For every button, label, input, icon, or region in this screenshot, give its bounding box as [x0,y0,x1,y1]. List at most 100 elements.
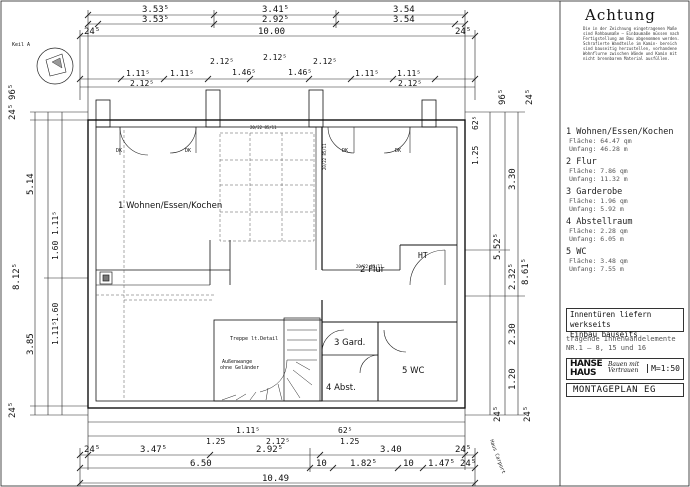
room-entry-area: Fläche: 7.86 qm [569,167,628,175]
company-logo: HANSE HAUS Bauen mit Vertrauen M=1:50 [566,358,684,380]
label-dk-3: DK [342,148,348,154]
room-entry-area: Fläche: 2.28 qm [569,227,628,235]
bottom-row3-dim-2: 3.47⁵ [140,445,167,455]
bottom-tick-marks [76,451,479,487]
label-dk-4: DK [395,148,401,154]
chimney-block [99,271,113,285]
door-note-line-1: Innentüren liefern werkseits [570,310,652,329]
bottom-row3-dim-4: 3.40 [380,445,402,455]
top-dim-1: 3.53⁵ [142,5,169,15]
room-entry-perimeter: Umfang: 7.55 m [569,265,624,273]
right-dim-9: 24⁵ [493,406,503,422]
bottom-row2-dim-3: 1.25 [340,437,359,446]
room-label-5: 5 WC [402,366,425,376]
left-dim-3: 5.14 [26,173,36,195]
top-total-dim: 10.00 [258,27,285,37]
plan-title: MONTAGEPLAN EG [566,383,684,397]
top-dim-7: 3.54 [393,15,415,25]
right-dim-1: 96⁵ [498,89,508,105]
top-row4-dim-2: 1.11⁵ [170,69,194,78]
bottom-row3-dim-1: 24⁵ [84,445,100,455]
bottom-row3-dim-3: 2.92⁵ [256,445,283,455]
room-entry: 4 Abstellraum Fläche: 2.28 qm Umfang: 6.… [566,217,686,243]
door-note-box: Innentüren liefern werkseits Einbau baus… [566,308,684,339]
bottom-dimension-lines [79,408,476,486]
left-dimension-lines [30,111,88,416]
room-entry-area: Fläche: 3.48 qm [569,257,628,265]
top-row5-dim-1: 2.12⁵ [130,79,154,88]
top-row5-dim-6: 2.12⁵ [398,79,422,88]
left-dim-2: 96⁵ [8,84,18,100]
brand-line-2: HAUS [570,368,597,378]
compass-icon [36,47,74,85]
room-entry-name: 3 Garderobe [566,187,623,197]
carport-label: Haus Carport [488,439,506,475]
room-label-1: 1 Wohnen/Essen/Kochen [118,201,222,211]
right-dim-8: 1.20 [508,368,518,390]
room-entry-area: Fläche: 64.47 qm [569,137,632,145]
bottom-row4-dim-5: 1.47⁵ [428,459,455,469]
left-dim-4: 8.12⁵ [12,263,22,290]
bottom-row1-dim-1: 1.11⁵ [236,426,260,435]
bottom-row4-dim-1: 6.50 [190,459,212,469]
room-entry-perimeter: Umfang: 11.32 m [569,175,628,183]
room-entry: 2 Flur Fläche: 7.86 qm Umfang: 11.32 m [566,157,686,183]
brand-slogan-1: Bauen mit [608,361,640,368]
right-dim-4: 5.52⁵ [493,233,503,260]
room-label-2: 2 Flur [360,265,385,275]
bottom-total-dim: 10.49 [262,474,289,484]
bottom-row4-dim-6: 24⁵ [460,459,476,469]
left-dim-1: 24⁵ [8,104,18,120]
beam-note-3: 20/22 85/11 [356,264,383,269]
room-entry-name: 1 Wohnen/Essen/Kochen [566,127,674,137]
room-entry-name: 4 Abstellraum [566,217,633,227]
bottom-row2-dim-1: 1.25 [206,437,225,446]
label-gelaender: ohne Geländer [220,365,259,371]
top-row5-dim-4: 1.46⁵ [288,68,312,77]
room-label-4: 4 Abst. [326,383,356,393]
warning-title: Achtung [585,6,656,24]
top-dim-4: 24⁵ [84,27,100,37]
building-walls [87,89,466,409]
wall-note: tragende Innenwandelemente NR.1 – 8, 15 … [566,335,684,352]
right-dim-10: 24⁵ [523,406,533,422]
brand-slogan: Bauen mit Vertrauen [608,362,639,374]
label-dk-2: DK [185,148,191,154]
bottom-row4-dim-3: 1.82⁵ [350,459,377,469]
brand-name: HANSE HAUS [570,359,603,378]
right-dimension-lines [465,111,525,416]
left-inner-1: 1.11⁵ [51,211,60,235]
top-dim-5: 3.53⁵ [142,15,169,25]
top-dim-3: 3.54 [393,5,415,15]
top-row4-dim-3: 2.12⁵ [263,53,287,62]
room-list: 1 Wohnen/Essen/Kochen Fläche: 64.47 qm U… [566,127,686,277]
warning-note: Die in der Zeichnung eingetragenen Maße … [583,26,680,61]
top-dim-8: 24⁵ [455,27,471,37]
label-ht: HT [418,251,428,260]
right-dim-7: 2.30 [508,323,518,345]
top-row4-dim-4: 1.11⁵ [355,69,379,78]
room-entry: 3 Garderobe Fläche: 1.96 qm Umfang: 5.92… [566,187,686,213]
left-dim-6: 24⁵ [8,402,18,418]
left-inner-4: 1.11⁵ [51,321,60,345]
bottom-row2-dim-2: 2.12⁵ [266,437,290,446]
brand-line-1: HANSE [570,359,603,369]
top-row5-dim-3: 1.46⁵ [232,68,256,77]
wall-note-line-1: tragende Innenwandelemente [566,335,676,343]
right-dim-12: 62⁵ [471,116,480,130]
top-dim-2: 3.41⁵ [262,5,289,15]
door-note-line-2: Einbau bauseits [570,330,638,339]
room-entry-area: Fläche: 1.96 qm [569,197,628,205]
beam-note-1: 20/22 85/11 [250,125,277,130]
label-treppe: Treppe lt.Detail [230,336,278,342]
room-entry-perimeter: Umfang: 5.92 m [569,205,624,213]
room-entry-name: 2 Flur [566,157,597,167]
room-entry: 1 Wohnen/Essen/Kochen Fläche: 64.47 qm U… [566,127,686,153]
scale-label: M=1:50 [647,364,680,373]
top-row4-dim-1: 1.11⁵ [126,69,150,78]
beam-note-2: 20/22 85/11 [322,143,327,170]
right-dim-2: 24⁵ [525,89,535,105]
bottom-row1-dim-2: 62⁵ [338,426,352,435]
staircase [221,329,317,401]
